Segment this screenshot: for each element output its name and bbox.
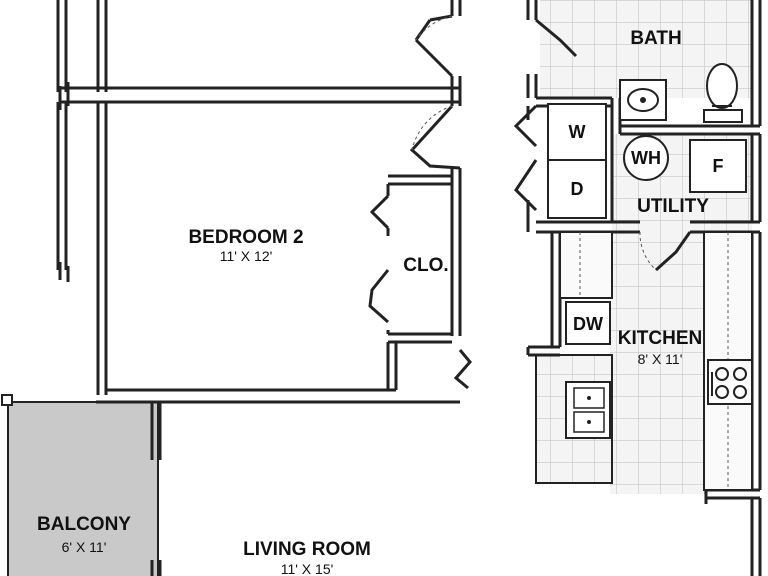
doors [368,14,692,390]
utility-label: UTILITY [637,196,709,217]
stove [707,359,753,405]
balcony-label: BALCONY [37,514,131,535]
bedroom-2-dims: 11' X 12' [220,248,273,264]
washer-dryer [547,103,607,219]
living-room-dims: 11' X 15' [281,561,334,576]
bath-fixtures [619,63,743,123]
kitchen-label: KITCHEN [618,328,702,349]
furnace-label: F [713,156,724,176]
dryer-label: D [571,179,584,199]
walls [56,0,462,576]
kitchen-dims: 8' X 11' [638,351,683,367]
dishwasher-label: DW [573,314,603,334]
closet-label: CLO. [403,255,448,276]
dishwasher [565,301,611,345]
bath-label: BATH [630,28,681,49]
water-heater [623,135,669,181]
balcony-dims: 6' X 11' [62,539,107,555]
kitchen-sink [565,381,611,439]
water-heater-label: WH [631,148,661,168]
washer-label: W [569,122,586,142]
living-room-label: LIVING ROOM [243,539,371,560]
bedroom-2-label: BEDROOM 2 [188,227,303,248]
balcony-area [1,394,159,576]
furnace [689,139,747,193]
